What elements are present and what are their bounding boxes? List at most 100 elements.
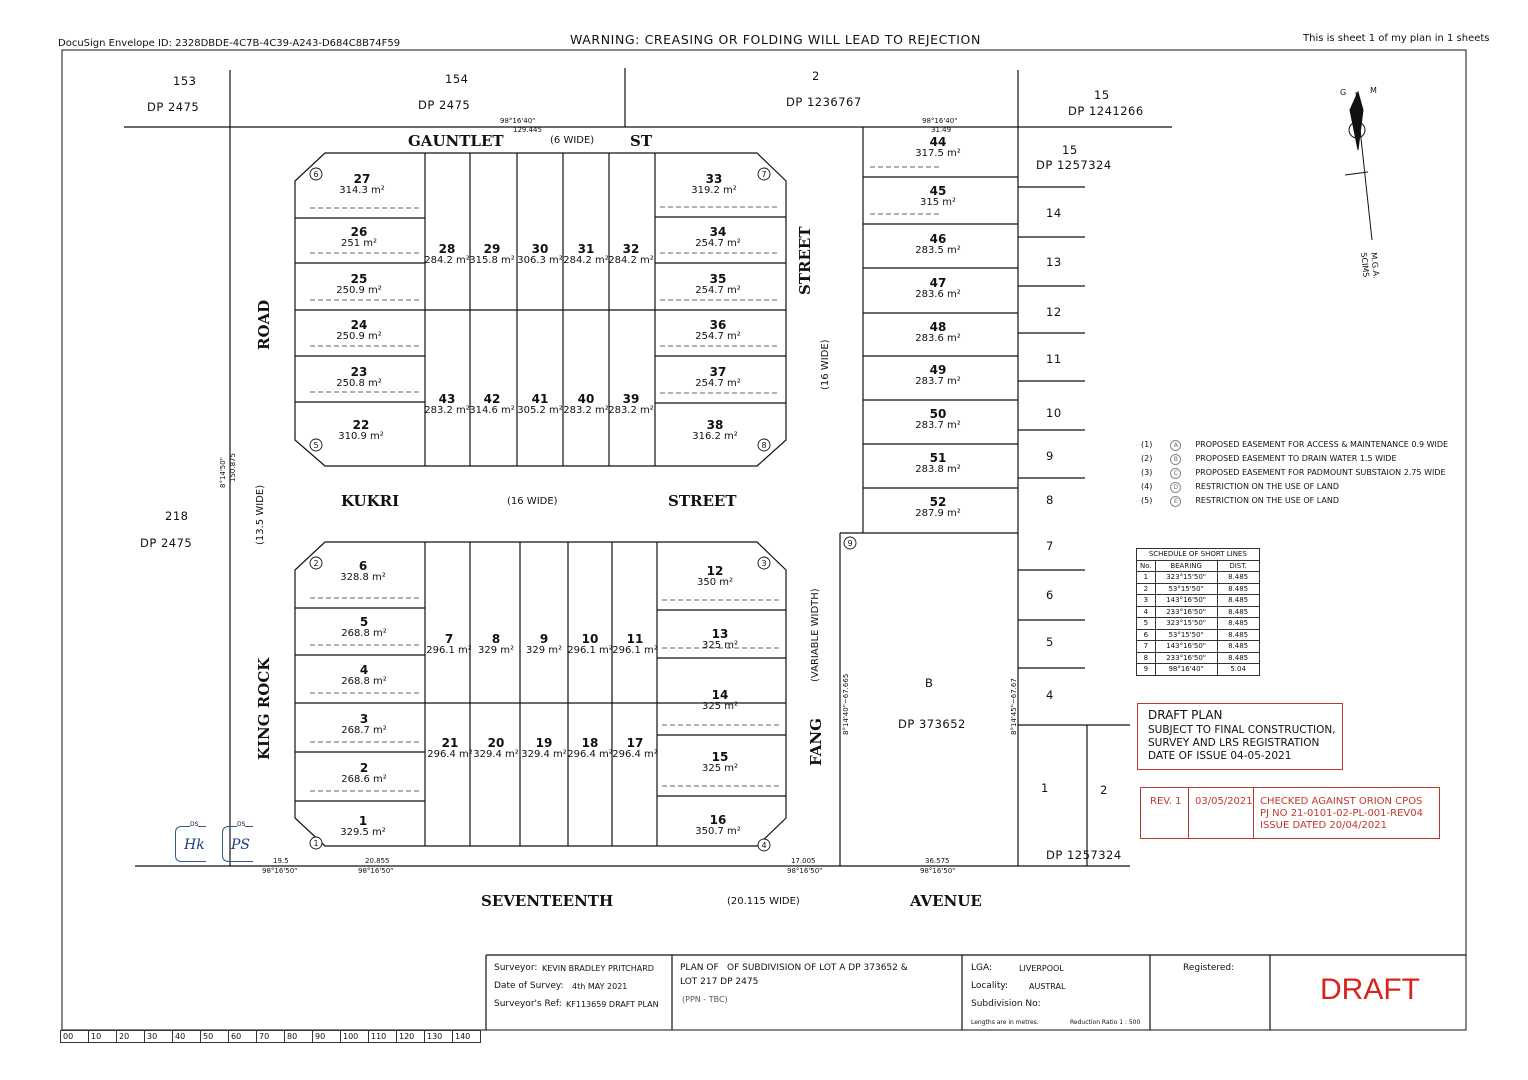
- lot-number: 36: [709, 318, 727, 332]
- revision-date: 03/05/2021: [1195, 796, 1253, 807]
- surveyor-label: Surveyor:: [494, 963, 538, 973]
- lot-number: 18: [581, 736, 599, 750]
- ref-label: Surveyor's Ref:: [494, 999, 562, 1009]
- lot-area: 268.8 m²: [341, 676, 387, 687]
- scale-tick: 50: [200, 1030, 229, 1043]
- lot-area: 350.7 m²: [695, 826, 741, 837]
- envelope-id: DocuSign Envelope ID: 2328DBDE-4C7B-4C39…: [58, 38, 401, 49]
- lot-number: 7: [444, 632, 454, 646]
- col-bearing: BEARING: [1154, 559, 1218, 572]
- dim-bottom-g: 36.575: [925, 857, 950, 865]
- lot-area: 287.9 m²: [915, 508, 961, 519]
- subdivision-label: Subdivision No:: [971, 999, 1041, 1009]
- scale-tick: 00: [60, 1030, 89, 1043]
- lot-area: 296.4 m²: [612, 749, 658, 760]
- legend-text: PROPOSED EASEMENT FOR PADMOUNT SUBSTAION…: [1195, 468, 1446, 477]
- lot-number: 30: [531, 242, 549, 256]
- lot-area: 250.8 m²: [336, 378, 382, 389]
- dim-bottom-f: 98°16'50": [787, 867, 823, 875]
- compass-m: M: [1370, 86, 1377, 95]
- short-line-cell: 8.485: [1216, 640, 1260, 653]
- lga-value: LIVERPOOL: [1019, 964, 1064, 973]
- lot-area: 296.1 m²: [612, 645, 658, 656]
- lot-area: 315 m²: [919, 197, 956, 208]
- legend-text: RESTRICTION ON THE USE OF LAND: [1195, 482, 1340, 491]
- scale-tick: 130: [424, 1030, 453, 1043]
- dp-154: DP 2475: [418, 98, 471, 112]
- short-line-cell: 98°16'40": [1154, 663, 1218, 676]
- ppn: (PPN - TBC): [682, 995, 728, 1004]
- draft-plan-box: DRAFT PLAN SUBJECT TO FINAL CONSTRUCTION…: [1137, 703, 1343, 770]
- lot-2-north: 2: [812, 69, 820, 83]
- lot-number: 26: [350, 225, 368, 239]
- short-line-cell: 8.485: [1216, 651, 1260, 664]
- lot-number: 31: [577, 242, 595, 256]
- short-line-cell: 8.485: [1216, 628, 1260, 641]
- lot-number: 33: [705, 172, 723, 186]
- revision-box: REV. 1 03/05/2021 CHECKED AGAINST ORION …: [1140, 787, 1440, 839]
- short-line-cell: 53°15'50": [1154, 582, 1218, 595]
- short-line-cell: 5.04: [1216, 663, 1260, 676]
- draft-stamp: DRAFT: [1320, 973, 1420, 1006]
- svg-text:2: 2: [313, 559, 318, 568]
- dim-bottom-e: 17.005: [791, 857, 816, 865]
- short-line-cell: 8.485: [1216, 582, 1260, 595]
- west-bearing: 8°14'50": [219, 457, 227, 488]
- lga-label: LGA:: [971, 963, 993, 973]
- revision-note3: ISSUE DATED 20/04/2021: [1260, 820, 1387, 831]
- lot-area: 250.9 m²: [336, 285, 382, 296]
- north-distance: 31.49: [931, 126, 952, 134]
- lot-area: 329 m²: [525, 645, 562, 656]
- dp-b: DP 373652: [898, 717, 966, 731]
- lot-number: 10: [581, 632, 599, 646]
- east-lot: 12: [1046, 305, 1062, 319]
- dp-218: DP 2475: [140, 536, 193, 550]
- lot-area: 314.6 m²: [469, 405, 515, 416]
- dp-15a: DP 1241266: [1068, 104, 1144, 118]
- lot-number: 52: [929, 495, 947, 509]
- lot-area: 283.8 m²: [915, 464, 961, 475]
- street-vertical-width: (16 WIDE): [820, 339, 831, 390]
- draft-plan-title: DRAFT PLAN: [1148, 708, 1223, 722]
- revision-note1: CHECKED AGAINST ORION CPOS: [1260, 796, 1423, 807]
- lot-number: 11: [626, 632, 644, 646]
- lot-number: 17: [626, 736, 644, 750]
- legend-number: (5): [1141, 496, 1153, 505]
- road-gauntlet: GAUNTLET: [408, 132, 504, 150]
- lot-number: 44: [929, 135, 947, 149]
- lot-area: 254.7 m²: [695, 378, 741, 389]
- scale-tick: 20: [116, 1030, 145, 1043]
- initials-1: Hk: [184, 837, 205, 853]
- east-lot: 5: [1046, 635, 1054, 649]
- date-label: Date of Survey:: [494, 981, 564, 991]
- draft-plan-line1: SUBJECT TO FINAL CONSTRUCTION,: [1148, 724, 1336, 736]
- road-fang: FANG: [807, 718, 825, 766]
- lot-number: 34: [709, 225, 727, 239]
- lot-area: 310.9 m²: [338, 431, 384, 442]
- scale-tick: 90: [312, 1030, 341, 1043]
- lot-number: 43: [438, 392, 456, 406]
- short-line-cell: 8: [1136, 651, 1156, 664]
- road-seventeenth: SEVENTEENTH: [481, 892, 614, 910]
- dp-15b: DP 1257324: [1036, 158, 1112, 172]
- fang-east-line: 8°14'45"~67.67: [1010, 678, 1018, 735]
- lot-area: 251 m²: [340, 238, 377, 249]
